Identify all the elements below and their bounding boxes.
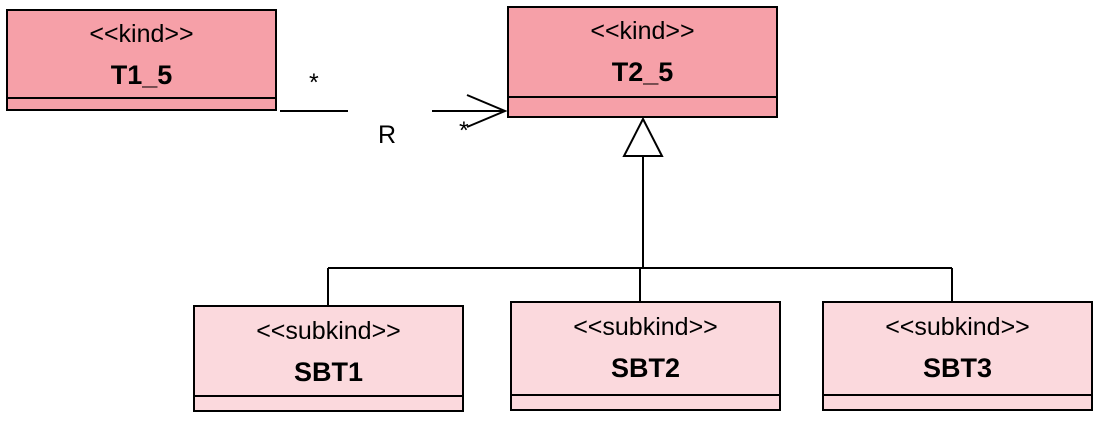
sbt2-name: SBT2 [610, 353, 681, 383]
sbt3-name: SBT3 [922, 353, 993, 383]
sbt2-stereotype: <<subkind>> [573, 313, 718, 341]
generalization-triangle [622, 116, 664, 157]
association-name: R [378, 121, 397, 149]
t1-5-attributes [8, 99, 275, 109]
sbt1-stereotype: <<subkind>> [256, 317, 401, 345]
association-target-multiplicity: * [459, 117, 469, 145]
sbt2-attributes [512, 396, 779, 406]
class-t2-5[interactable]: <<kind>> T2_5 [507, 6, 778, 118]
t1-5-stereotype: <<kind>> [89, 20, 194, 48]
sbt3-attributes [824, 396, 1091, 406]
association-source-multiplicity: * [309, 69, 319, 97]
class-t1-5[interactable]: <<kind>> T1_5 [6, 9, 277, 111]
sbt3-stereotype: <<subkind>> [885, 313, 1030, 341]
class-sbt2[interactable]: <<subkind>> SBT2 [510, 301, 781, 411]
class-sbt1[interactable]: <<subkind>> SBT1 [193, 305, 464, 412]
sbt1-attributes [195, 397, 462, 407]
t2-5-attributes [509, 98, 776, 108]
t1-5-name: T1_5 [110, 60, 173, 90]
t2-5-name: T2_5 [611, 57, 674, 87]
class-sbt3[interactable]: <<subkind>> SBT3 [822, 301, 1093, 411]
t2-5-stereotype: <<kind>> [590, 17, 695, 45]
sbt1-name: SBT1 [293, 357, 364, 387]
association-arrowhead [466, 94, 508, 128]
